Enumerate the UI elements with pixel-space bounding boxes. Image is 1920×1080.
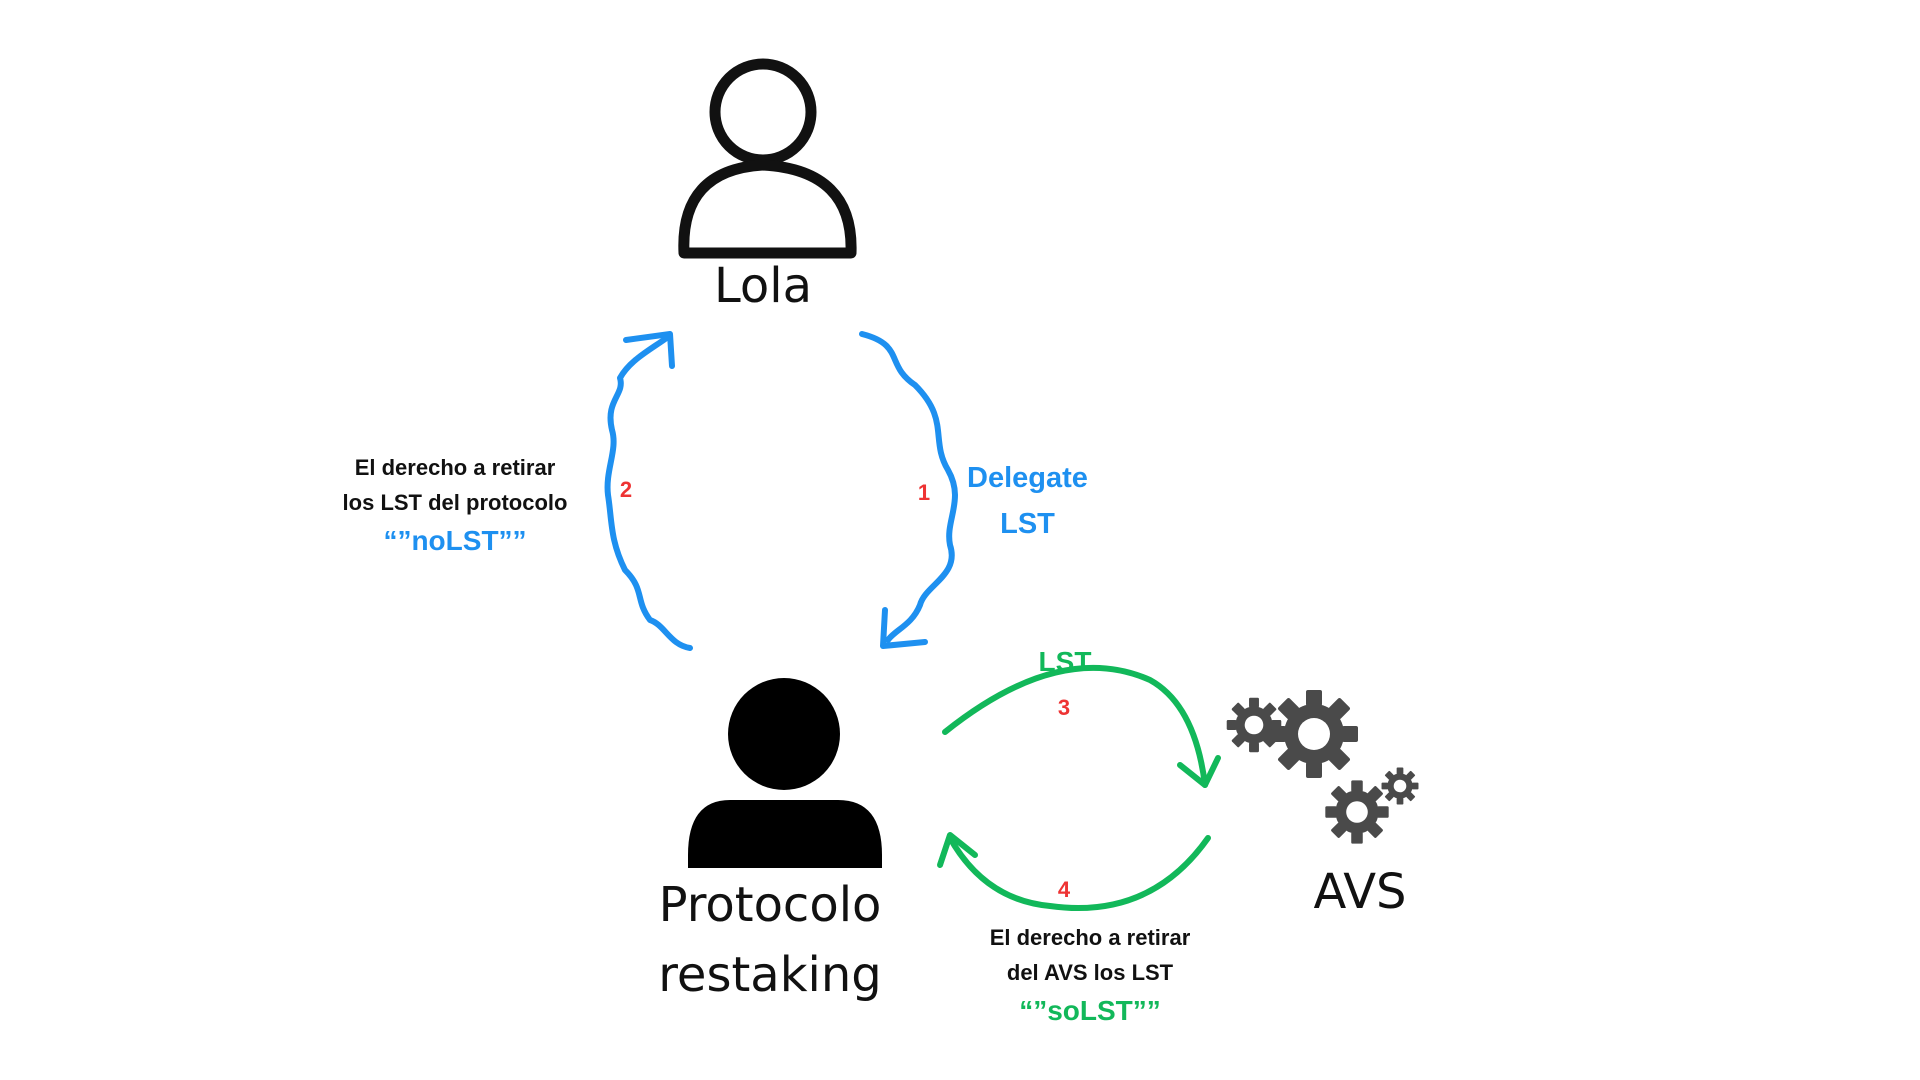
step-2-token: “”noLST”” — [383, 525, 527, 556]
step-3-label: LST — [1038, 646, 1092, 677]
step-4-token: “”soLST”” — [1019, 995, 1161, 1026]
avs-name: AVS — [1313, 864, 1407, 920]
protocol-name-line1: Protocolo — [658, 877, 882, 933]
arrow-nolst — [604, 331, 693, 651]
step-4-label-line2: del AVS los LST — [1006, 960, 1174, 985]
step-4-number: 4 — [1057, 877, 1071, 902]
person-filled-icon — [688, 678, 882, 868]
user-name: Lola — [713, 258, 812, 314]
step-4-label-line1: El derecho a retirar — [989, 925, 1191, 950]
step-1-label-line1: Delegate — [967, 462, 1088, 494]
step-4-label: El derecho a retirar del AVS los LST “”s… — [955, 920, 1225, 1032]
step-2-label-line1: El derecho a retirar — [354, 455, 556, 480]
arrow-solst — [937, 832, 1211, 912]
step-2-number: 2 — [619, 477, 633, 502]
gears-icon — [1226, 690, 1419, 844]
person-outline-icon — [678, 58, 857, 259]
protocol-name: Protocolo restaking — [610, 870, 930, 1010]
step-1-number: 1 — [917, 480, 931, 505]
step-1-label: Delegate LST — [940, 455, 1115, 547]
step-2-label-line2: los LST del protocolo — [342, 490, 568, 515]
step-3-number: 3 — [1057, 695, 1071, 720]
arrow-lst — [942, 664, 1221, 788]
step-2-label: El derecho a retirar los LST del protoco… — [320, 450, 590, 562]
protocol-name-line2: restaking — [658, 947, 882, 1003]
step-1-label-line2: LST — [1000, 508, 1055, 540]
arrow-delegate — [859, 331, 958, 649]
